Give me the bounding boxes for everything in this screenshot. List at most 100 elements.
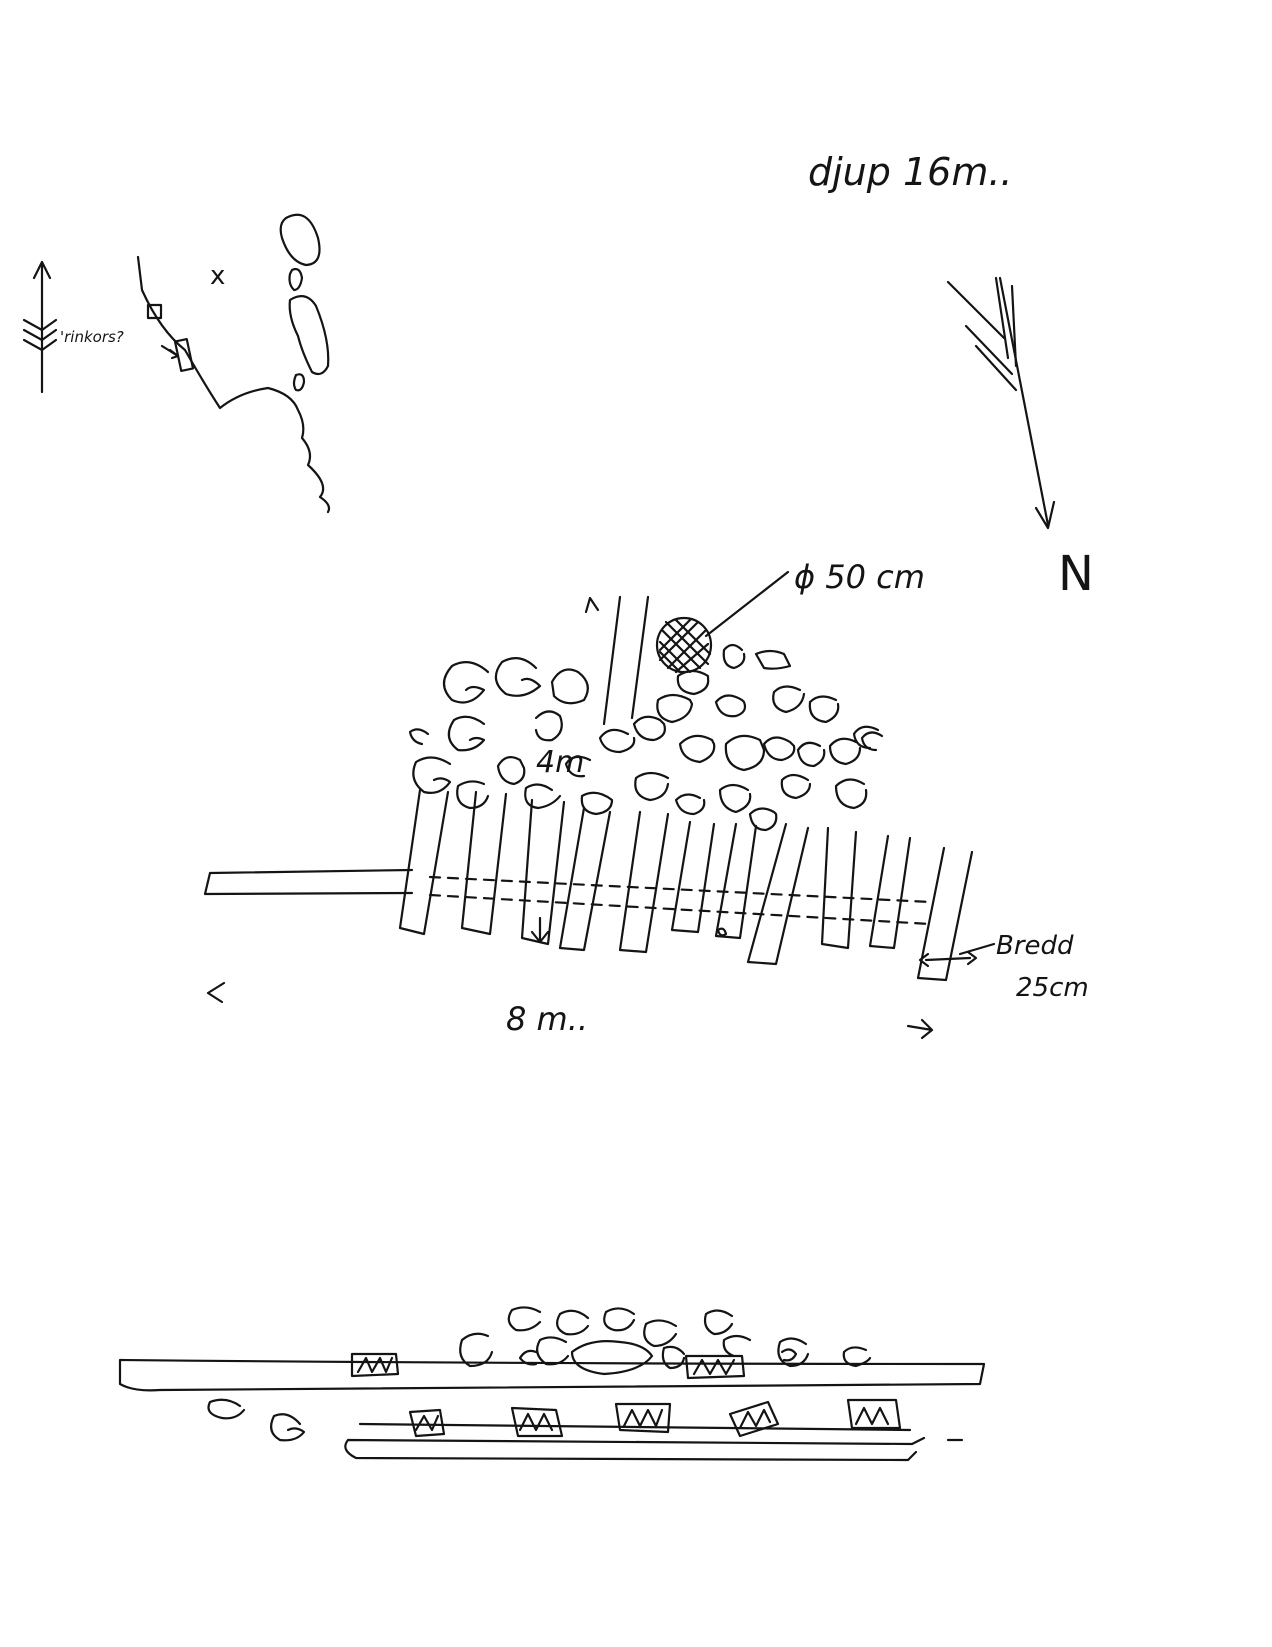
stone: [555, 1309, 590, 1336]
stone: [828, 737, 862, 766]
stone: [777, 1337, 810, 1368]
stone: [632, 715, 666, 742]
plank: [520, 798, 566, 946]
stone: [459, 1332, 494, 1368]
stone: [564, 755, 592, 778]
stone: [456, 780, 490, 810]
lower-plank: [344, 1422, 926, 1462]
stone: [748, 807, 778, 832]
plank: [820, 826, 858, 950]
stone: [518, 1349, 538, 1366]
stone: [656, 693, 694, 724]
stone: [674, 793, 706, 816]
stone: [496, 755, 526, 786]
stone: [507, 1306, 542, 1332]
length-4m-label: 4m: [536, 745, 584, 780]
length-8m-label: 8 m..: [506, 1000, 588, 1038]
plank: [618, 810, 670, 954]
stone: [598, 728, 636, 754]
block: [350, 1352, 400, 1378]
stone: [852, 725, 880, 750]
stone: [722, 1334, 752, 1358]
map-north-arrow: [22, 260, 58, 394]
width-value: 25cm: [1016, 973, 1089, 1003]
plank: [868, 834, 912, 950]
stone: [780, 773, 812, 800]
stone: [535, 1336, 570, 1366]
north-label: N: [1058, 546, 1094, 602]
ballast-stones: [408, 643, 884, 832]
stone: [676, 669, 710, 696]
wreck-plan-view: 4m: [203, 558, 1089, 1040]
plank: [714, 822, 758, 940]
map-island-small: [288, 267, 304, 292]
map-coastline: [136, 255, 331, 514]
stone: [703, 1309, 734, 1336]
location-map: 'rinkors? x: [22, 213, 331, 514]
keel-beam-dashed: [428, 875, 932, 926]
section-stones: [207, 1306, 872, 1442]
block: [684, 1354, 746, 1380]
stone: [494, 657, 542, 697]
north-arrow: N: [946, 276, 1094, 602]
stone: [722, 643, 746, 670]
stone: [634, 771, 670, 802]
stone: [780, 1348, 798, 1362]
plank: [916, 846, 974, 982]
stone: [534, 710, 563, 742]
plank: [460, 790, 508, 936]
stone: [643, 1319, 678, 1348]
stone: [714, 694, 747, 718]
stone: [834, 778, 868, 810]
barrel: ϕ 50 cm: [655, 558, 925, 674]
map-island-islet: [292, 373, 306, 392]
block: [408, 1408, 446, 1438]
map-island-large: [279, 213, 321, 267]
stone: [580, 791, 614, 816]
width-label: Bredd: [996, 931, 1074, 961]
map-annotation: 'rinkors?: [60, 328, 124, 346]
stone: [772, 685, 806, 714]
map-island-long: [288, 295, 330, 376]
stone: [724, 734, 766, 772]
stone: [762, 736, 796, 762]
block: [728, 1400, 780, 1438]
down-arrow-mark: [530, 916, 550, 944]
block: [614, 1402, 672, 1434]
planks: [398, 788, 974, 982]
stone: [603, 1307, 636, 1332]
hole-marker: [716, 927, 728, 937]
upper-plank: [118, 1358, 986, 1392]
plank: [746, 822, 810, 966]
plank: [670, 820, 716, 934]
plank: [558, 806, 612, 952]
stone: [550, 668, 589, 705]
stone: [269, 1413, 306, 1442]
block: [510, 1406, 564, 1438]
plank: [398, 788, 450, 936]
stone: [842, 1346, 872, 1368]
stone: [442, 661, 490, 704]
stone: [808, 695, 840, 724]
diameter-leader: [704, 570, 790, 638]
stone: [678, 734, 716, 764]
stone: [796, 741, 826, 768]
depth-note: djup 16m..: [808, 150, 1013, 194]
map-cross-mark: x: [210, 261, 225, 291]
stone: [524, 783, 562, 810]
stone: [412, 756, 452, 794]
stone: [661, 1345, 686, 1370]
stone: [570, 1340, 654, 1376]
section-blocks: [350, 1352, 902, 1438]
map-site-marker-small: [146, 303, 163, 320]
map-annotation-pointer: [160, 344, 180, 360]
keel-beam: [203, 868, 414, 896]
diameter-label: ϕ 50 cm: [794, 558, 925, 596]
stone: [718, 783, 752, 814]
length-8m-marker: 8 m..: [206, 981, 934, 1040]
wreck-section-view: [118, 1306, 986, 1462]
block: [846, 1398, 902, 1430]
stone: [408, 728, 430, 746]
length-4m-marker: 4m: [536, 595, 650, 780]
